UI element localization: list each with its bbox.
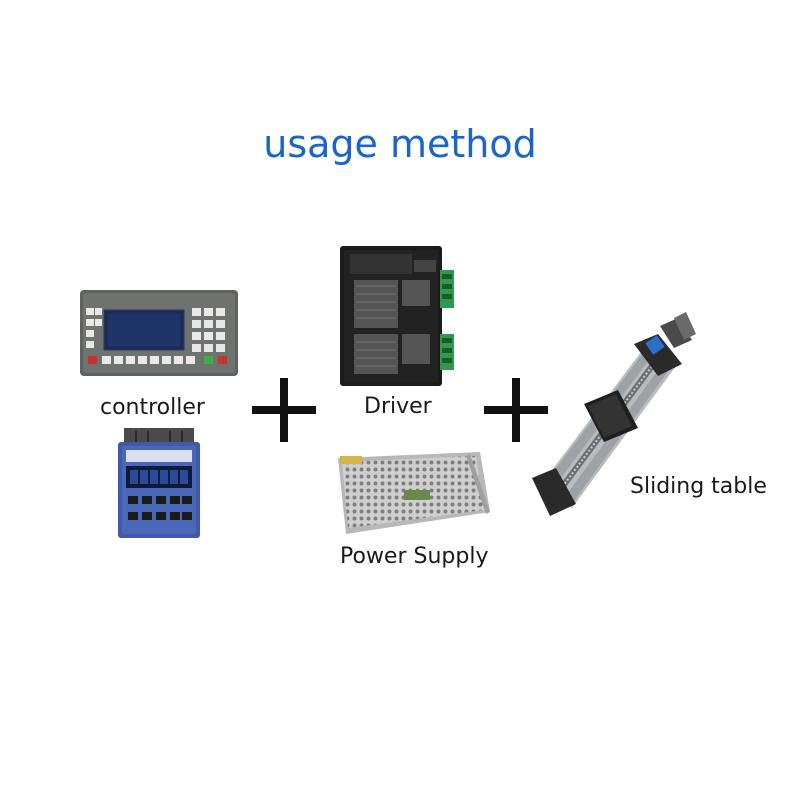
power-supply-image <box>338 452 490 534</box>
power-supply-label: Power Supply <box>340 544 489 569</box>
controller-label: controller <box>100 395 205 420</box>
sliding-table-image <box>532 312 696 516</box>
plus-icon <box>252 378 316 442</box>
controller-panel-image <box>80 290 238 376</box>
plus-icon <box>484 378 548 442</box>
driver-image <box>340 246 454 386</box>
page-title: usage method <box>263 122 537 166</box>
sliding-table-label: Sliding table <box>630 474 767 499</box>
driver-label: Driver <box>364 394 432 419</box>
controller-box-image <box>118 428 200 538</box>
